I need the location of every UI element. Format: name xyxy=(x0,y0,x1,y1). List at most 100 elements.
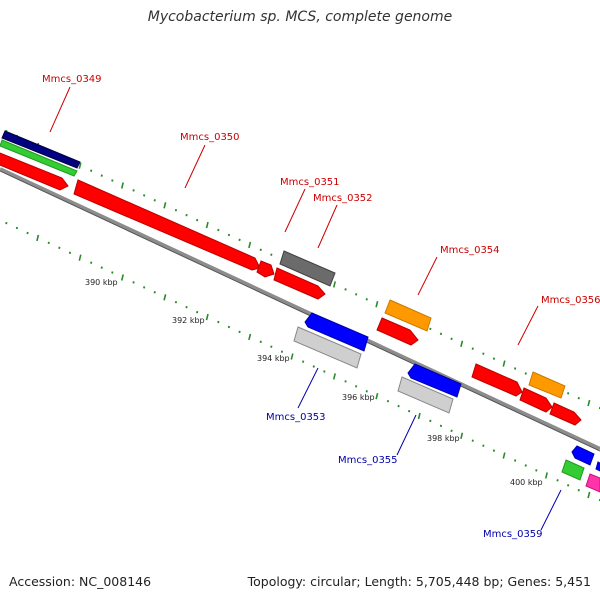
gene-mmcs-0356[interactable] xyxy=(471,363,523,397)
upper-tick-48 xyxy=(502,360,506,367)
gene-label-0350: Mmcs_0350 xyxy=(180,132,240,143)
feature-navy-0349[interactable] xyxy=(1,130,81,169)
gene-mmcs-0352[interactable] xyxy=(273,267,326,300)
kbp-label-398: 398 kbp xyxy=(427,434,460,443)
lower-tick-29 xyxy=(302,360,305,363)
lower-tick-40 xyxy=(417,412,421,420)
upper-tick-21 xyxy=(217,228,220,232)
gene-mmcs-0355-blue[interactable] xyxy=(407,363,462,398)
gene-mmcs-0358[interactable] xyxy=(549,402,582,426)
lower-tick-row xyxy=(5,221,600,502)
gene-label-0354: Mmcs_0354 xyxy=(440,245,500,256)
feature-orange-0354[interactable] xyxy=(384,299,432,332)
lower-tick-25 xyxy=(259,340,262,344)
upper-tick-46 xyxy=(482,352,485,355)
forward-genes xyxy=(0,130,582,426)
upper-tick-8 xyxy=(78,162,82,169)
lower-tick-13 xyxy=(132,281,135,284)
callout-line-0359 xyxy=(540,489,562,531)
lower-tick-50 xyxy=(524,464,527,467)
gene-mmcs-0357[interactable] xyxy=(519,387,553,413)
reverse-genes xyxy=(293,312,600,493)
upper-tick-32 xyxy=(332,281,336,288)
gene-label-0349: Mmcs_0349 xyxy=(42,74,102,85)
gene-mmcs-0353-grey[interactable] xyxy=(293,326,362,369)
upper-tick-22 xyxy=(227,233,231,237)
lower-tick-53 xyxy=(556,479,559,482)
feature-grey-0351[interactable] xyxy=(279,250,336,287)
gene-mmcs-0348[interactable] xyxy=(0,151,69,191)
kbp-label-400: 400 kbp xyxy=(510,478,543,487)
lower-tick-7 xyxy=(68,251,72,255)
upper-tick-9 xyxy=(90,169,93,172)
kbp-label-392: 392 kbp xyxy=(172,316,205,325)
lower-tick-48 xyxy=(502,452,506,459)
gene-mmcs-0359-green[interactable] xyxy=(561,459,585,481)
gene-label-0356: Mmcs_0356 xyxy=(541,295,600,306)
lower-tick-28 xyxy=(290,353,294,360)
callout-line-0351 xyxy=(284,188,306,233)
gene-mmcs-0354[interactable] xyxy=(376,317,419,346)
upper-tick-14 xyxy=(143,194,146,197)
gene-mmcs-0359-blue[interactable] xyxy=(571,445,595,466)
lower-tick-11 xyxy=(111,271,114,274)
upper-tick-26 xyxy=(270,253,273,256)
gene-mmcs-0360-magenta[interactable] xyxy=(585,473,600,493)
upper-tick-45 xyxy=(471,347,474,350)
lower-tick-31 xyxy=(323,370,326,373)
gene-mmcs-0353-blue[interactable] xyxy=(304,312,369,352)
lower-tick-21 xyxy=(217,320,220,324)
gene-mmcs-0350[interactable] xyxy=(73,179,261,271)
lower-tick-20 xyxy=(205,313,209,321)
lower-tick-42 xyxy=(439,424,443,428)
lower-tick-2 xyxy=(15,226,19,230)
upper-tick-49 xyxy=(514,367,517,370)
upper-tick-54 xyxy=(567,392,570,395)
upper-tick-33 xyxy=(344,288,347,291)
lower-tick-8 xyxy=(78,254,82,261)
lower-tick-47 xyxy=(492,449,496,452)
lower-tick-55 xyxy=(577,488,580,492)
lower-tick-9 xyxy=(90,261,93,264)
accession-text: Accession: NC_008146 xyxy=(9,574,152,589)
gene-mmcs-0355-grey[interactable] xyxy=(397,376,454,414)
gene-mmcs-0360-blue[interactable] xyxy=(595,461,600,472)
upper-tick-23 xyxy=(238,238,241,242)
lower-tick-22 xyxy=(227,325,231,329)
lower-tick-32 xyxy=(332,373,336,380)
genome-stats-text: Topology: circular; Length: 5,705,448 bp… xyxy=(247,574,591,589)
lower-tick-5 xyxy=(47,241,50,245)
callout-line-0350 xyxy=(184,144,206,189)
lower-tick-41 xyxy=(429,419,432,423)
upper-tick-11 xyxy=(111,179,114,182)
callout-line-0355 xyxy=(396,414,417,456)
lower-tick-18 xyxy=(185,305,188,309)
callout-line-0353 xyxy=(297,367,319,409)
gene-label-0352: Mmcs_0352 xyxy=(313,193,373,204)
lower-tick-26 xyxy=(270,345,273,348)
callout-line-0349 xyxy=(49,86,71,133)
kbp-label-396: 396 kbp xyxy=(342,393,375,402)
gene-mmcs-0350b[interactable] xyxy=(256,260,275,278)
map-title: Mycobacterium sp. MCS, complete genome xyxy=(147,9,453,25)
upper-tick-43 xyxy=(450,337,453,341)
feature-green-0349[interactable] xyxy=(0,139,78,177)
upper-tick-42 xyxy=(439,332,443,336)
upper-tick-44 xyxy=(460,340,464,347)
lower-tick-17 xyxy=(174,300,178,304)
gene-label-0359: Mmcs_0359 xyxy=(483,529,543,540)
upper-tick-13 xyxy=(132,189,135,192)
upper-tick-50 xyxy=(524,372,527,375)
upper-tick-15 xyxy=(153,199,156,202)
upper-tick-12 xyxy=(120,182,124,189)
lower-tick-23 xyxy=(238,330,241,334)
lower-tick-27 xyxy=(280,350,284,353)
genome-backbone-shadow xyxy=(0,170,600,452)
lower-tick-45 xyxy=(471,439,474,442)
lower-tick-3 xyxy=(26,231,29,235)
upper-tick-16 xyxy=(163,202,167,209)
lower-tick-16 xyxy=(163,294,167,301)
feature-orange-0357[interactable] xyxy=(528,371,566,399)
lower-tick-10 xyxy=(100,266,103,269)
